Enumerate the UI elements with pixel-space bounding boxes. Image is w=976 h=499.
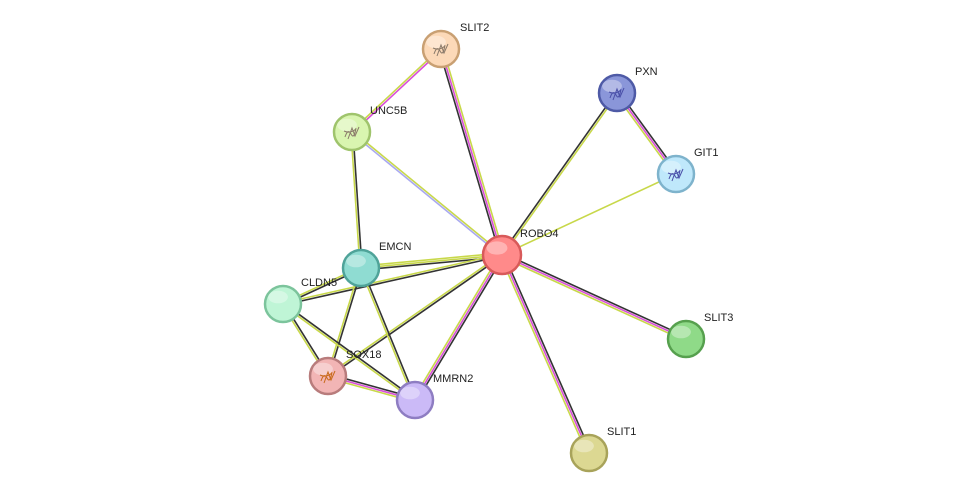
node-highlight [268, 290, 288, 304]
edge-evidence-line [352, 130, 504, 255]
node-circle [308, 356, 348, 396]
node-label-sox18: SOX18 [346, 349, 381, 361]
edge-evidence-line [503, 253, 592, 453]
edge-evidence-line [350, 132, 361, 269]
edge-emcn-mmrn2[interactable] [359, 267, 417, 401]
node-highlight [574, 439, 594, 453]
edge-evidence-line [282, 253, 502, 304]
node-circle [263, 284, 303, 324]
edge-robo4-git1[interactable] [501, 173, 677, 256]
edge-robo4-slit1[interactable] [499, 253, 592, 455]
edge-evidence-line [352, 49, 443, 134]
node-pxn[interactable] [597, 73, 637, 113]
node-label-cldn5: CLDN5 [301, 277, 337, 289]
node-circle [421, 29, 461, 69]
edge-evidence-line [361, 267, 417, 400]
node-highlight [486, 241, 508, 255]
edge-evidence-line [416, 255, 505, 402]
edge-evidence-line [352, 131, 363, 268]
node-circle [341, 248, 381, 288]
node-label-slit2: SLIT2 [460, 22, 489, 34]
edge-evidence-line [350, 47, 441, 132]
edge-robo4-cldn5[interactable] [282, 253, 503, 306]
node-highlight [337, 118, 357, 132]
protein-structure-icon [343, 126, 360, 140]
edge-evidence-line [360, 252, 502, 267]
edge-evidence-line [283, 255, 503, 306]
edge-evidence-line [502, 93, 619, 257]
edge-evidence-line [438, 49, 501, 256]
protein-structure-icon [667, 168, 684, 182]
node-circle [597, 73, 637, 113]
edge-evidence-line [501, 173, 677, 256]
nodes-layer [263, 29, 706, 473]
node-git1[interactable] [656, 154, 696, 194]
node-circle [481, 234, 523, 276]
node-circle [332, 112, 372, 152]
protein-structure-icon [432, 43, 449, 57]
edge-evidence-line [350, 132, 502, 257]
edge-unc5b-emcn[interactable] [350, 131, 363, 269]
node-highlight [602, 79, 622, 93]
node-label-mmrn2: MMRN2 [433, 373, 473, 385]
node-robo4[interactable] [481, 234, 523, 276]
node-label-robo4: ROBO4 [520, 228, 559, 240]
node-highlight [661, 160, 681, 174]
node-circle [569, 433, 609, 473]
edge-evidence-line [360, 254, 503, 269]
edge-robo4-mmrn2[interactable] [412, 253, 505, 402]
edge-evidence-line [283, 302, 417, 400]
edge-evidence-line [501, 254, 687, 340]
edge-evidence-line [326, 253, 502, 376]
protein-structure-icon [608, 87, 625, 101]
edge-evidence-line [500, 91, 617, 255]
edge-evidence-line [440, 48, 503, 256]
edge-slit2-unc5b[interactable] [350, 47, 443, 134]
node-circle [395, 380, 435, 420]
edge-evidence-line [501, 254, 590, 454]
node-emcn[interactable] [341, 248, 381, 288]
edge-evidence-line [442, 48, 505, 255]
edge-cldn5-mmrn2[interactable] [281, 302, 417, 402]
node-highlight [346, 254, 366, 268]
edge-evidence-line [500, 256, 686, 342]
node-mmrn2[interactable] [395, 380, 435, 420]
edge-evidence-line [502, 252, 688, 338]
node-label-emcn: EMCN [379, 241, 411, 253]
node-label-slit3: SLIT3 [704, 312, 733, 324]
node-label-git1: GIT1 [694, 147, 718, 159]
node-label-slit1: SLIT1 [607, 426, 636, 438]
edge-robo4-slit3[interactable] [500, 252, 688, 342]
protein-structure-icon [319, 370, 336, 384]
node-unc5b[interactable] [332, 112, 372, 152]
node-sox18[interactable] [308, 356, 348, 396]
node-label-unc5b: UNC5B [370, 105, 407, 117]
node-label-pxn: PXN [635, 66, 658, 78]
node-slit2[interactable] [421, 29, 461, 69]
node-slit1[interactable] [569, 433, 609, 473]
node-circle [656, 154, 696, 194]
node-slit3[interactable] [666, 319, 706, 359]
edge-evidence-line [281, 304, 415, 402]
node-cldn5[interactable] [263, 284, 303, 324]
edge-robo4-slit2[interactable] [438, 48, 505, 256]
edge-evidence-line [359, 268, 415, 401]
edge-evidence-line [412, 253, 501, 400]
node-circle [666, 319, 706, 359]
node-highlight [426, 35, 446, 49]
node-highlight [313, 362, 333, 376]
node-highlight [400, 386, 420, 400]
edge-robo4-pxn[interactable] [500, 91, 619, 257]
edge-evidence-line [414, 254, 503, 401]
edge-evidence-line [499, 255, 588, 455]
node-highlight [671, 325, 691, 339]
edge-robo4-unc5b[interactable] [350, 130, 504, 257]
